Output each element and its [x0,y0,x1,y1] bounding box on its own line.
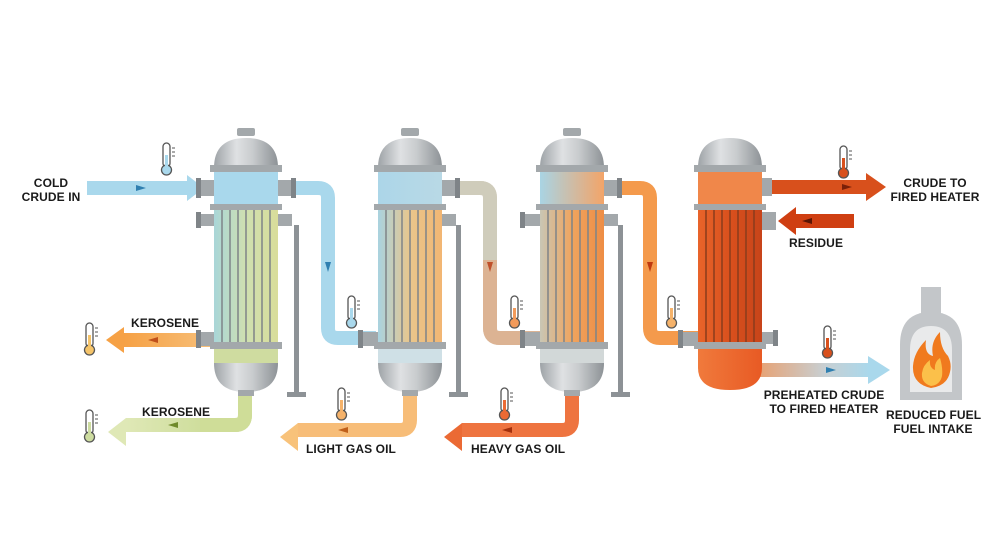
cold-crude-inlet-arrow [87,175,204,201]
kerosene-bottom-label: KEROSENE [142,405,211,419]
flow-arrow-icon [168,422,178,428]
label-line: CRUDE TO [903,176,967,190]
label-line: COLD [33,176,69,190]
heavy-gas-oil-arrow [444,392,579,451]
cold-crude-in-label: COLD CRUDE IN [20,176,82,204]
heat-exchanger-1 [196,128,296,396]
kerosene-bottom-arrow [108,392,252,446]
flow-arrow-icon [136,185,146,191]
thermometer-icon [665,295,680,329]
label-line: TO FIRED HEATER [769,402,879,416]
residue-inlet-arrow [778,207,854,235]
thermometer-icon [83,322,98,356]
label-line: FIRED HEATER [890,190,980,204]
flow-arrow-icon [826,367,836,373]
flow-arrow-icon [148,337,158,343]
label-line: REDUCED FUEL [886,408,982,422]
heat-exchanger-3 [520,128,622,396]
reduced-fuel-label: REDUCED FUEL FUEL INTAKE [886,408,982,436]
light-gas-oil-arrow [280,392,417,451]
label-line: FUEL INTAKE [893,422,973,436]
crude-pipe-3-to-4 [612,181,700,345]
heat-exchanger-2 [358,128,460,396]
crude-to-fired-heater-label: CRUDE TO FIRED HEATER [888,176,982,204]
preheated-crude-arrow [756,356,890,384]
thermometer-icon [508,295,523,329]
heavy-gas-oil-label: HEAVY GAS OIL [471,442,566,456]
thermometer-icon [837,145,852,179]
heat-exchanger-4 [678,138,778,390]
preheated-crude-label: PREHEATED CRUDE TO FIRED HEATER [762,388,886,416]
thermometer-icon [498,387,513,421]
residue-label: RESIDUE [789,236,844,250]
flow-arrow-icon [842,184,852,190]
thermometer-icon [345,295,360,329]
crude-pipe-2-to-3 [450,181,540,345]
thermometer-icon [821,325,836,359]
thermometer-icon [335,387,350,421]
support-legs [287,225,630,397]
fired-heater [900,287,962,400]
crude-pipe-1-to-2 [292,181,376,345]
flow-arrow-icon [502,427,512,433]
flow-arrow-icon [487,262,493,272]
flow-arrow-icon [325,262,331,272]
flame-icon [912,332,951,388]
flow-arrow-icon [802,218,812,224]
crude-to-fired-heater-arrow [770,173,886,201]
flow-arrow-icon [338,427,348,433]
thermometer-icon [83,409,98,443]
thermometer-icon [160,142,175,176]
light-gas-oil-label: LIGHT GAS OIL [306,442,396,456]
kerosene-top-label: KEROSENE [131,316,200,330]
label-line: PREHEATED CRUDE [763,388,885,402]
flow-arrow-icon [647,262,653,272]
label-line: CRUDE IN [21,190,81,204]
